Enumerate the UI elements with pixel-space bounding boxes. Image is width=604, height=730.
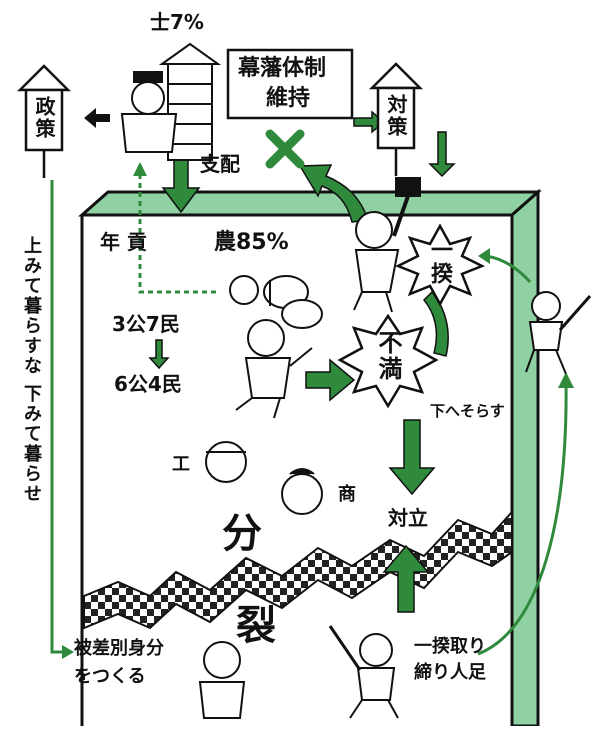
label-bakuhan-line1: 幕藩体制 [238,56,327,81]
label-ikki: 一揆 [427,238,452,286]
bottom-guard-figure [328,625,399,719]
cross-mark [265,129,305,169]
label-bakuhan-line2: 維持 [266,86,311,111]
arrow-left-slogan [50,180,66,654]
label-farmers: 農85% [214,230,289,255]
nengu-dotted-path [138,174,216,294]
merchant-figure [281,468,323,515]
label-merchant: 商 [338,484,356,505]
label-outcast-line2: をつくる [74,666,146,687]
label-shihai: 支配 [200,152,240,176]
arrow-taisaku-down [428,131,456,178]
angry-farmer-figure [235,319,313,419]
fuman-burst [337,313,439,409]
taisaku-sign [368,62,424,176]
society-box [78,188,542,728]
arrow-up-to-taisei [382,544,430,613]
label-left-slogan: 上みて暮らすな 下みて暮らせ [21,236,42,505]
label-bun: 分 [222,511,262,557]
arrow-shihai [161,157,201,214]
right-guard-figure [525,291,592,375]
label-ikki-guard-line1: 一揆取り [414,636,486,657]
label-shita-he: 下へそらす [430,402,505,420]
arrows [148,110,456,613]
ikki-burst [394,223,486,307]
label-taisaku: 対策 [384,94,408,138]
seisaku-sign [16,64,72,178]
label-tax-after: 6公4民 [114,372,182,396]
craftsman-figure [205,441,247,483]
label-fuman: 不満 [374,330,402,382]
arrowhead-guard-ikki [478,248,490,264]
label-retsu: 裂 [236,603,276,649]
arrow-samurai-to-seisaku [84,108,110,128]
arrow-down-to-taisei [388,419,436,496]
arrowhead-left-slogan [62,645,74,659]
arrowhead-bottom-guard [558,372,574,388]
label-ikki-guard-line2: 締り人足 [414,662,486,683]
label-samurai: 士7% [150,10,204,34]
label-tax-before: 3公7民 [112,312,180,336]
rice-bale-farmer-figure [229,275,323,329]
arrow-farmers-to-fuman [305,358,356,402]
samurai-figure [120,42,222,161]
arrow-tax-down [148,339,170,370]
label-craftsman: 工 [172,454,190,475]
crack-band [83,509,513,630]
label-taisei: 対立 [388,506,428,530]
arrow-bottom-to-guard [477,379,568,656]
arrow-fuman-to-ikki [422,290,449,357]
label-outcast-line1: 被差別身分 [74,638,164,659]
label-seisaku: 政策 [32,96,56,140]
label-nengu: 年 貢 [100,230,147,254]
bakuhan-box [226,48,354,120]
outcast-figure [198,641,246,719]
ikki-farmer-figure [353,177,421,313]
